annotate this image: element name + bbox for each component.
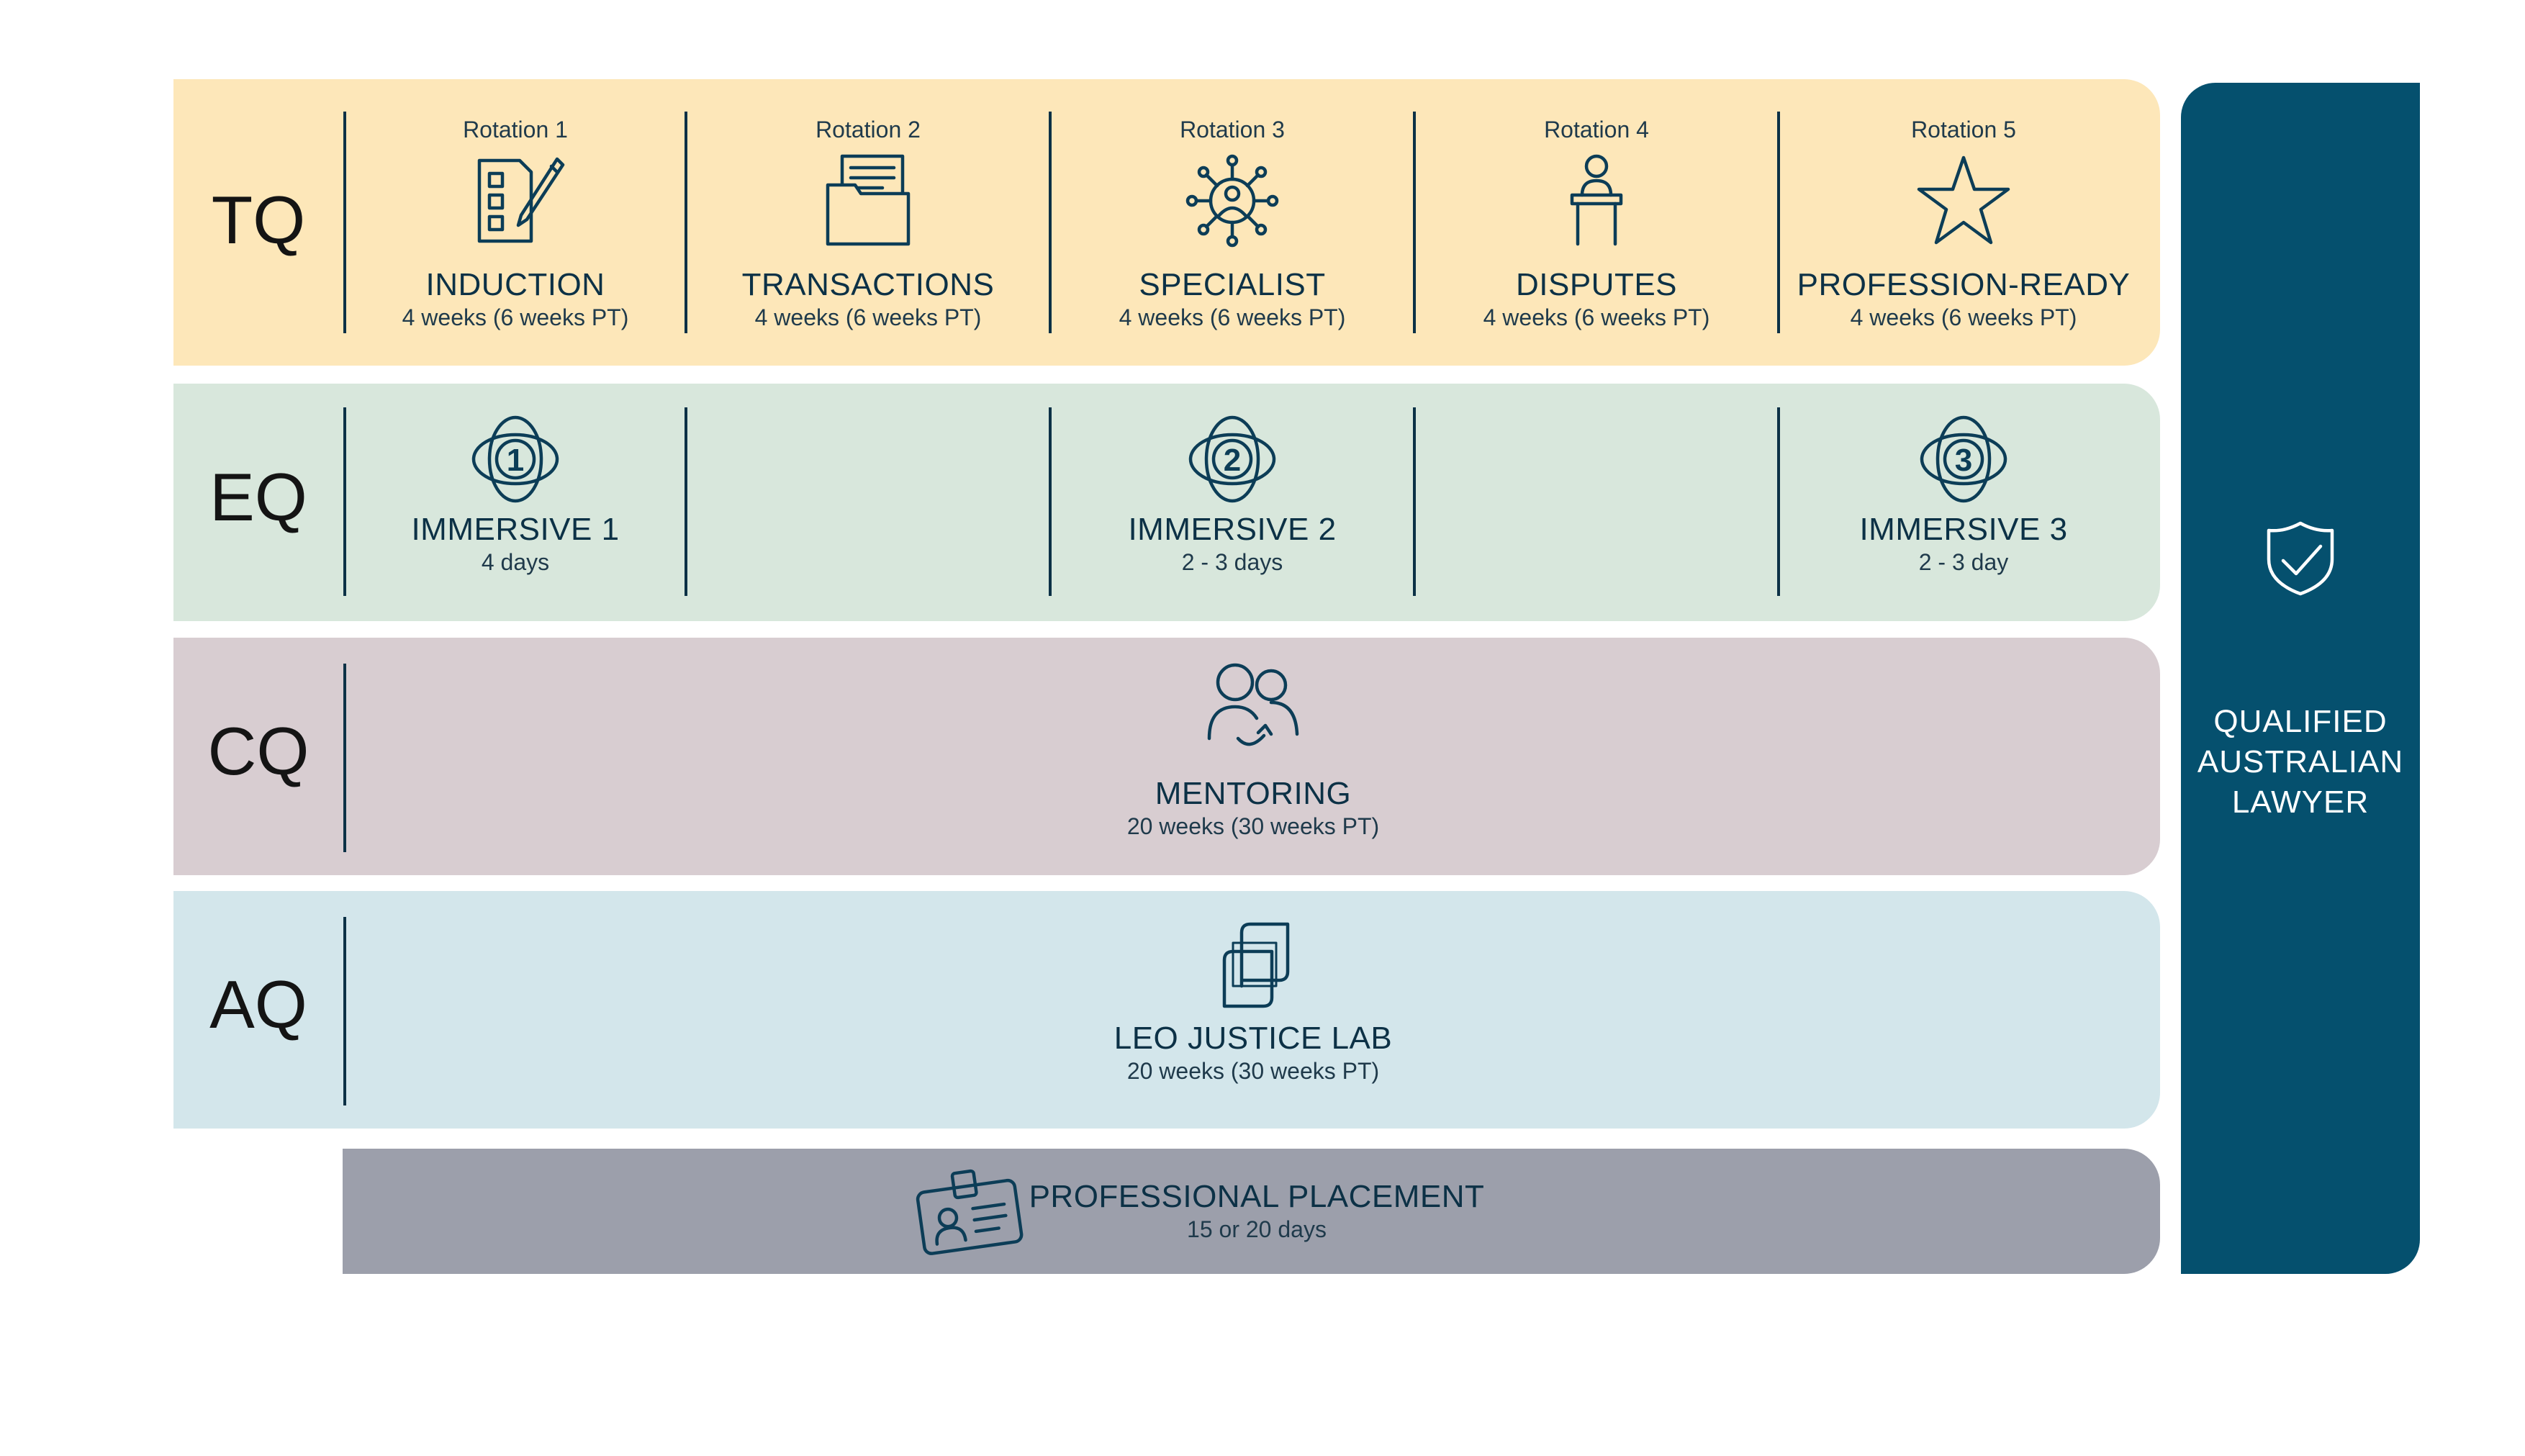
qualified-lawyer-bar: QUALIFIED AUSTRALIAN LAWYER	[2181, 83, 2420, 1274]
shield-check-icon	[2267, 521, 2334, 596]
divider	[343, 664, 346, 852]
divider	[1413, 407, 1416, 596]
placement-row: PROFESSIONAL PLACEMENT 15 or 20 days	[343, 1149, 2160, 1274]
star-icon	[1917, 155, 2010, 245]
rotation-number: Rotation 1	[463, 117, 568, 143]
immersive-duration: 2 - 3 day	[1918, 549, 2009, 575]
lab-duration: 20 weeks (30 weeks PT)	[1126, 1058, 1380, 1084]
divider	[1049, 407, 1052, 596]
rotation-title: SPECIALIST	[1139, 267, 1326, 302]
immersive-duration: 4 days	[481, 549, 550, 575]
eq-label: EQ	[209, 459, 307, 535]
rotation-duration: 4 weeks (6 weeks PT)	[402, 304, 629, 330]
mentoring-duration: 20 weeks (30 weeks PT)	[1126, 813, 1380, 839]
rotation-2: Rotation 2 TRANSACTIONS 4 weeks (6 weeks…	[687, 117, 1049, 331]
rotation-4: Rotation 4 DISPUTES 4 weeks (6 weeks PT)	[1416, 117, 1777, 331]
rotation-number: Rotation 4	[1544, 117, 1649, 143]
placement-title: PROFESSIONAL PLACEMENT	[1029, 1179, 1485, 1214]
tq-row: TQ Rotation 1 INDUCTION 4 weeks (6 weeks…	[173, 79, 2160, 366]
divider	[1413, 112, 1416, 333]
aq-row: AQ LEO JUSTICE LAB 20 weeks (30 weeks PT…	[173, 891, 2160, 1129]
network-person-icon	[1185, 154, 1279, 248]
rotation-3: Rotation 3 SPECIALIST 4 weeks (6 weeks P…	[1052, 117, 1413, 331]
folder-document-icon	[826, 154, 911, 246]
divider	[343, 917, 346, 1105]
id-badge-icon	[916, 1169, 1024, 1255]
divider	[343, 112, 346, 333]
orbit-number-icon	[1920, 415, 2007, 503]
mentoring-title: MENTORING	[1155, 776, 1352, 811]
mentoring: MENTORING 20 weeks (30 weeks PT)	[346, 659, 2160, 840]
rotation-number: Rotation 3	[1180, 117, 1285, 143]
rotation-5: Rotation 5 PROFESSION-READY 4 weeks (6 w…	[1780, 117, 2147, 331]
lab-title: LEO JUSTICE LAB	[1114, 1021, 1393, 1056]
divider	[685, 407, 687, 596]
rotation-title: TRANSACTIONS	[741, 267, 995, 302]
cq-row: CQ MENTORING 20 weeks (30 weeks PT)	[173, 638, 2160, 875]
person-at-lectern-icon	[1570, 154, 1623, 246]
rotation-duration: 4 weeks (6 weeks PT)	[1483, 304, 1710, 330]
divider	[1777, 112, 1780, 333]
rotation-duration: 4 weeks (6 weeks PT)	[1119, 304, 1346, 330]
immersive-1: 1 IMMERSIVE 1 4 days	[346, 412, 685, 576]
orbit-number-icon	[1188, 415, 1276, 503]
orbit-number-icon	[471, 415, 559, 503]
eq-row: EQ 1 IMMERSIVE 1 4 days 2 IMMERSIVE 2 2 …	[173, 384, 2160, 621]
immersive-title: IMMERSIVE 3	[1859, 512, 2068, 547]
label-line: QUALIFIED	[2213, 704, 2388, 739]
divider	[1777, 407, 1780, 596]
leo-justice-lab: LEO JUSTICE LAB 20 weeks (30 weeks PT)	[346, 917, 2160, 1085]
rotation-number: Rotation 5	[1911, 117, 2016, 143]
orbit-number: 1	[506, 443, 525, 478]
immersive-duration: 2 - 3 days	[1181, 549, 1283, 575]
rotation-title: DISPUTES	[1515, 267, 1678, 302]
placement-duration: 15 or 20 days	[1187, 1216, 1327, 1242]
orbit-number: 2	[1223, 443, 1242, 478]
orbit-number: 3	[1954, 443, 1973, 478]
immersive-3: 3 IMMERSIVE 3 2 - 3 day	[1780, 412, 2147, 576]
label-line: AUSTRALIAN	[2197, 744, 2404, 779]
aq-label: AQ	[209, 967, 307, 1042]
checklist-pen-icon	[477, 157, 565, 243]
overlapping-squares-icon	[1222, 922, 1290, 1008]
rotation-duration: 4 weeks (6 weeks PT)	[754, 304, 982, 330]
cq-label: CQ	[207, 713, 310, 789]
divider	[1049, 112, 1052, 333]
two-people-exchange-icon	[1207, 663, 1299, 746]
rotation-number: Rotation 2	[816, 117, 921, 143]
rotation-1: Rotation 1 INDUCTION 4 weeks (6 weeks PT…	[346, 117, 685, 331]
rotation-title: INDUCTION	[425, 267, 605, 302]
qualified-lawyer-label: QUALIFIED AUSTRALIAN LAWYER	[2181, 702, 2420, 823]
placement-text: PROFESSIONAL PLACEMENT 15 or 20 days	[1026, 1179, 1487, 1243]
tq-label: TQ	[211, 182, 306, 258]
label-line: LAWYER	[2231, 784, 2370, 820]
immersive-2: 2 IMMERSIVE 2 2 - 3 days	[1052, 412, 1413, 576]
rotation-title: PROFESSION-READY	[1797, 267, 2131, 302]
rotation-duration: 4 weeks (6 weeks PT)	[1850, 304, 2077, 330]
divider	[343, 407, 346, 596]
immersive-title: IMMERSIVE 2	[1128, 512, 1337, 547]
immersive-title: IMMERSIVE 1	[411, 512, 620, 547]
divider	[685, 112, 687, 333]
